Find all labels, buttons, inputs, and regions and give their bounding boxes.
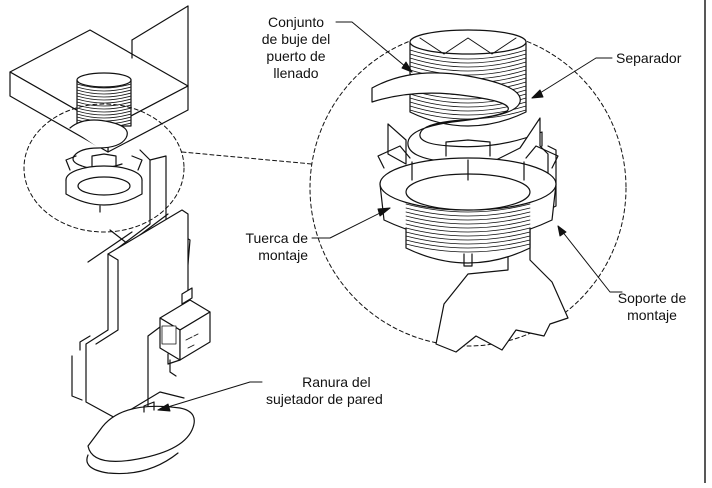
threaded-pipe-small: [76, 72, 132, 128]
zoom-circle-small: [23, 103, 185, 233]
thread-line: [76, 98, 132, 104]
thread-line: [76, 113, 132, 119]
leader-mounting-nut: [311, 207, 391, 239]
thread-line: [405, 219, 531, 229]
label-fill-port-bushing: Conjunto de buje del puerto de llenado: [261, 14, 331, 81]
leader-mounting-bracket: [557, 225, 623, 293]
thread-line: [405, 211, 531, 221]
spacer-large: [371, 72, 543, 164]
wall-slot-bracket: [86, 401, 195, 475]
leader-spacer: [531, 57, 613, 99]
thread-line: [409, 57, 527, 68]
leader-wall-slot: [157, 381, 263, 411]
zoom-connector: [181, 151, 313, 165]
thread-line: [409, 61, 527, 72]
thread-line: [405, 239, 531, 249]
thread-line: [409, 49, 527, 60]
thread-line: [76, 95, 132, 101]
thread-line: [76, 89, 132, 95]
thread-line: [76, 107, 132, 113]
label-spacer: Separador: [616, 50, 682, 66]
thread-line: [76, 83, 132, 89]
thread-line: [409, 65, 527, 76]
thread-line: [76, 110, 132, 116]
leader-lines: [157, 21, 623, 412]
thread-line: [405, 227, 531, 237]
thread-line: [405, 231, 531, 241]
thread-line: [409, 53, 527, 64]
thread-line: [76, 86, 132, 92]
thread-line: [76, 92, 132, 98]
spacer-small: [69, 119, 128, 170]
mounting-nut-small: [65, 153, 143, 213]
thread-line: [76, 101, 132, 107]
leader-fill-port: [335, 21, 413, 73]
thread-line: [405, 215, 531, 225]
thread-line: [405, 207, 531, 217]
enlarged-view: [157, 21, 627, 412]
label-mounting-nut: Tuerca de montaje: [245, 230, 308, 263]
thread-line: [405, 223, 531, 233]
sensor-device: [159, 287, 211, 377]
left-assembly: [9, 5, 211, 475]
label-mounting-bracket: Soporte de montaje: [617, 290, 687, 323]
thread-line: [405, 243, 531, 253]
label-wall-fastener-slot: Ranura del sujetador de pared: [266, 374, 383, 407]
thread-line: [405, 235, 531, 245]
thread-line: [405, 203, 531, 213]
mounting-nut-large: [377, 139, 559, 267]
